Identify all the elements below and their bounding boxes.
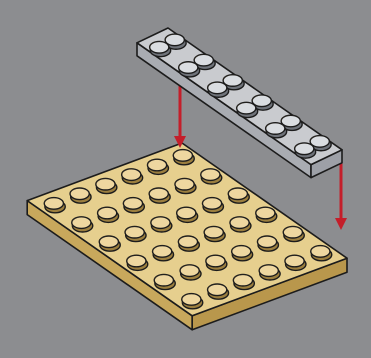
tan-stud — [310, 246, 331, 261]
tan-stud — [147, 159, 168, 174]
tan-stud — [70, 188, 91, 203]
tan-6x6-plate — [27, 143, 347, 330]
gray-stud — [294, 143, 315, 158]
tan-stud — [228, 188, 249, 203]
tan-stud — [99, 236, 120, 251]
tan-stud — [233, 274, 254, 289]
tan-stud — [204, 226, 225, 241]
tan-stud — [255, 207, 276, 222]
gray-stud — [178, 62, 199, 77]
tan-stud — [202, 198, 223, 213]
tan-stud — [149, 188, 170, 203]
arrow-right — [335, 160, 347, 230]
tan-stud — [123, 198, 144, 213]
gray-stud — [149, 41, 170, 56]
tan-stud — [44, 198, 65, 213]
tan-stud — [175, 178, 196, 193]
tan-stud — [259, 265, 280, 280]
tan-stud — [121, 169, 142, 184]
tan-stud — [285, 255, 306, 270]
tan-stud — [231, 246, 252, 261]
gray-stud — [207, 82, 228, 97]
tan-stud — [178, 236, 199, 251]
tan-stud — [97, 207, 118, 222]
gray-stud — [236, 102, 257, 117]
tan-stud — [230, 217, 251, 232]
tan-stud — [257, 236, 278, 251]
tan-stud — [283, 226, 304, 241]
tan-stud — [180, 265, 201, 280]
gray-stud — [265, 123, 286, 138]
tan-stud — [206, 255, 227, 270]
tan-stud — [71, 217, 92, 232]
tan-stud — [154, 274, 175, 289]
tan-stud — [96, 178, 117, 193]
tan-stud — [151, 217, 172, 232]
tan-stud — [126, 255, 147, 270]
tan-stud — [181, 294, 202, 309]
tan-stud — [152, 246, 173, 261]
tan-stud — [173, 150, 194, 165]
tan-stud — [176, 207, 197, 222]
tan-stud — [200, 169, 221, 184]
tan-stud — [125, 226, 146, 241]
tan-stud — [207, 284, 228, 299]
